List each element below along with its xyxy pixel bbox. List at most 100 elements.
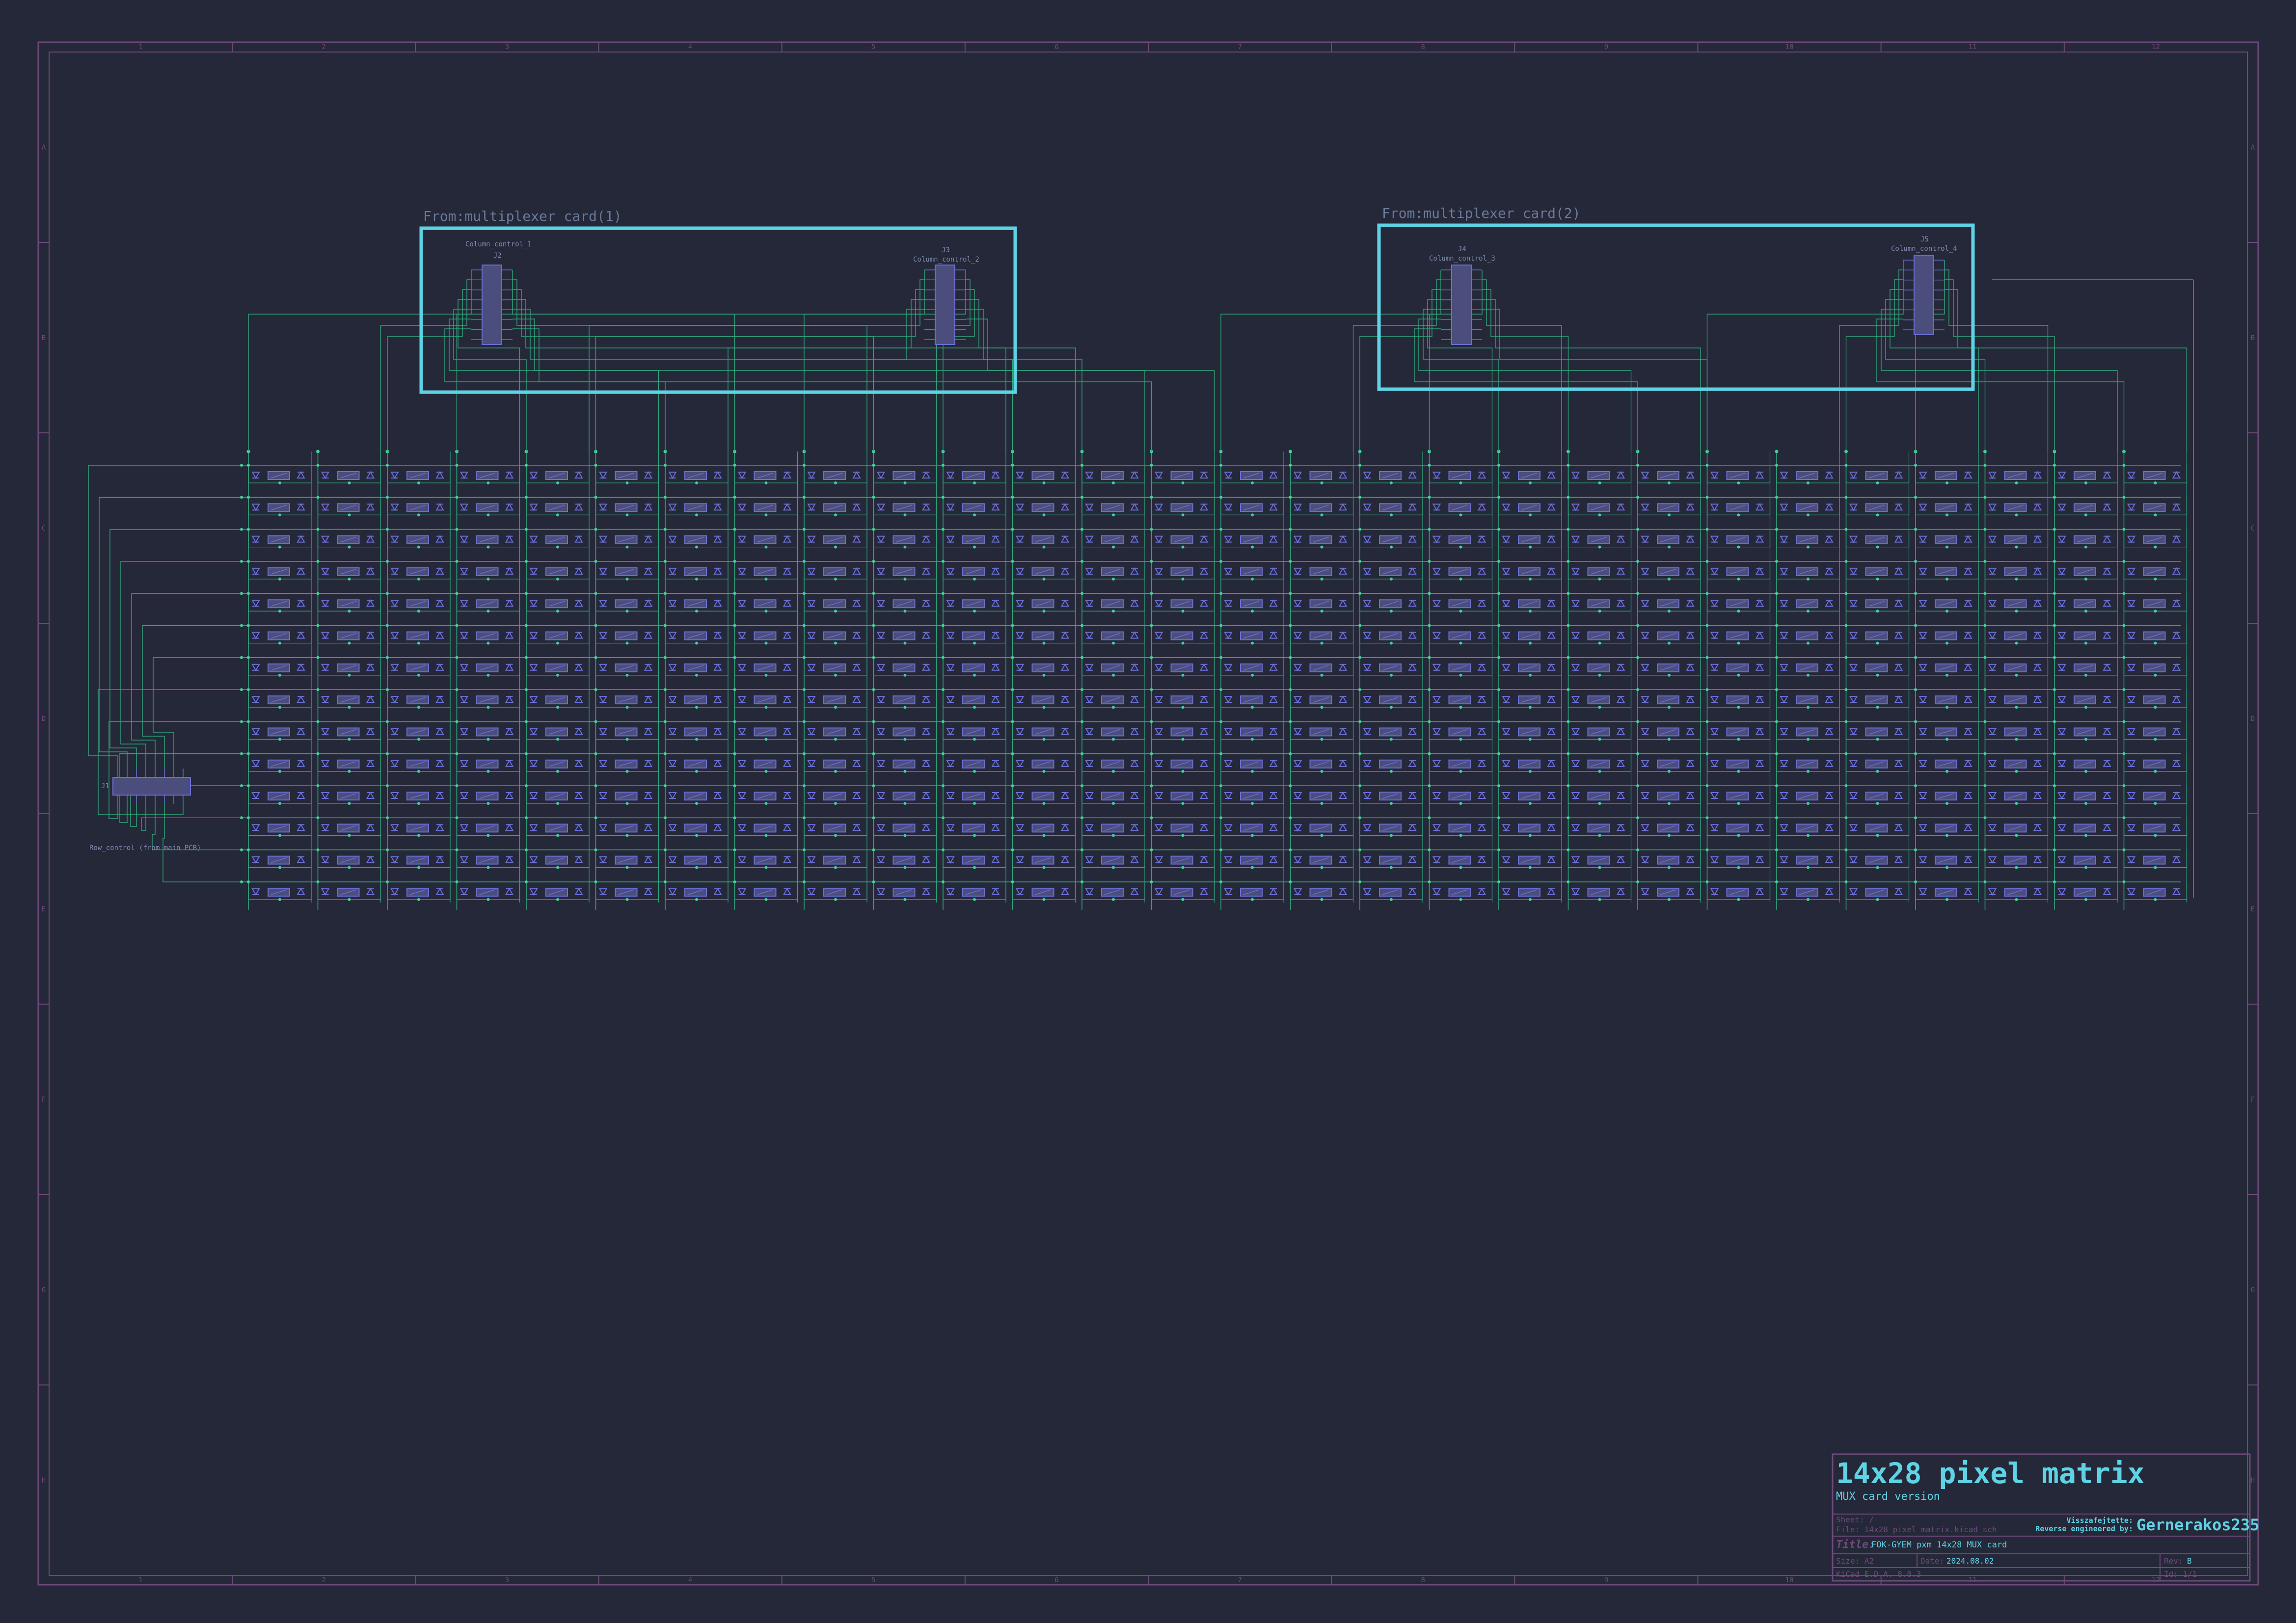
matrix-cell (594, 848, 659, 869)
diode-icon (1269, 759, 1278, 767)
junction-dot (1598, 481, 1601, 484)
column-marker: 3 (505, 43, 509, 51)
junction-dot (486, 866, 490, 869)
junction-dot (733, 559, 736, 563)
junction-dot (942, 656, 945, 659)
diode-icon (390, 632, 399, 639)
matrix-cell (1636, 656, 1701, 677)
diode-icon (1338, 503, 1348, 511)
diode-icon (1224, 824, 1233, 832)
resistor-slash (618, 857, 634, 863)
diode-icon (2127, 504, 2136, 511)
junction-dot (1844, 688, 1848, 692)
diode-icon (644, 855, 653, 863)
junction-dot (764, 641, 768, 645)
diode-icon (598, 535, 608, 543)
junction-dot (278, 770, 281, 773)
junction-dot (1775, 464, 1778, 467)
matrix-cell (525, 752, 590, 773)
matrix-cell (1150, 656, 1215, 677)
row-marker: F (2251, 1096, 2255, 1104)
junction-dot (1983, 464, 1987, 467)
resistor-slash (1382, 793, 1399, 799)
matrix-cell (1636, 752, 1701, 773)
junction-dot (942, 880, 945, 883)
resistor-slash (1591, 665, 1607, 671)
matrix-cell (1914, 464, 1979, 484)
diode-icon (1686, 855, 1695, 863)
diode-icon (1060, 631, 1070, 639)
junction-dot (1775, 720, 1778, 723)
junction-dot (1844, 880, 1848, 883)
matrix-cell (1705, 720, 1771, 741)
junction-dot (1042, 898, 1046, 901)
diode-icon (1571, 472, 1580, 479)
junction-dot (348, 802, 351, 805)
junction-dot (240, 496, 243, 499)
matrix-cell (1636, 496, 1701, 517)
diode-icon (1085, 856, 1094, 864)
junction-dot (525, 496, 528, 499)
diode-icon (459, 792, 469, 799)
matrix-cell (1150, 592, 1215, 613)
junction-dot (594, 624, 597, 627)
diode-icon (598, 600, 608, 608)
matrix-cell (1983, 559, 2049, 581)
diode-icon (876, 535, 886, 543)
diode-icon (1015, 888, 1025, 896)
diode-icon (668, 664, 677, 671)
resistor-slash (826, 793, 843, 799)
diode-icon (1502, 824, 1511, 832)
junction-dot (973, 802, 976, 805)
matrix-cell (525, 688, 590, 709)
junction-dot (942, 688, 945, 692)
junction-dot (903, 770, 907, 773)
diode-icon (321, 760, 330, 768)
junction-dot (1042, 481, 1046, 484)
diode-icon (1477, 631, 1486, 639)
junction-dot (1251, 802, 1254, 805)
junction-dot (1668, 577, 1671, 581)
matrix-cell (942, 528, 1006, 549)
resistor-slash (1104, 569, 1121, 575)
diode-icon (1015, 760, 1025, 768)
diode-icon (1293, 696, 1302, 704)
junction-dot (903, 577, 907, 581)
resistor-slash (965, 793, 982, 799)
resistor-slash (1174, 889, 1190, 895)
diode-icon (1755, 567, 1764, 575)
junction-dot (625, 866, 629, 869)
resistor-slash (1729, 697, 1746, 703)
junction-dot (1428, 559, 1431, 563)
junction-dot (1945, 898, 1948, 901)
matrix-cell (1428, 784, 1493, 805)
junction-dot (1011, 528, 1014, 531)
matrix-cell (1428, 592, 1493, 613)
junction-dot (2084, 738, 2087, 741)
matrix-cell (664, 816, 729, 837)
resistor-slash (1521, 793, 1538, 799)
diode-icon (783, 759, 792, 767)
junction-dot (1428, 688, 1431, 692)
junction-dot (1567, 624, 1570, 627)
junction-dot (1668, 802, 1671, 805)
junction-dot (278, 641, 281, 645)
junction-dot (695, 641, 698, 645)
junction-dot (973, 545, 976, 549)
resistor-slash (1729, 729, 1746, 735)
diode-icon (1988, 632, 1997, 639)
resistor-slash (1868, 601, 1885, 607)
diode-icon (251, 824, 260, 832)
junction-dot (417, 481, 420, 484)
junction-dot (594, 528, 597, 531)
diode-icon (1755, 727, 1764, 735)
junction-dot (247, 496, 250, 499)
junction-dot (1251, 770, 1254, 773)
diode-icon (574, 824, 583, 831)
junction-dot (1529, 481, 1532, 484)
junction-dot (1668, 738, 1671, 741)
matrix-cell (1983, 528, 2049, 549)
junction-dot (1598, 641, 1601, 645)
junction-dot (733, 624, 736, 627)
junction-dot (834, 545, 837, 549)
